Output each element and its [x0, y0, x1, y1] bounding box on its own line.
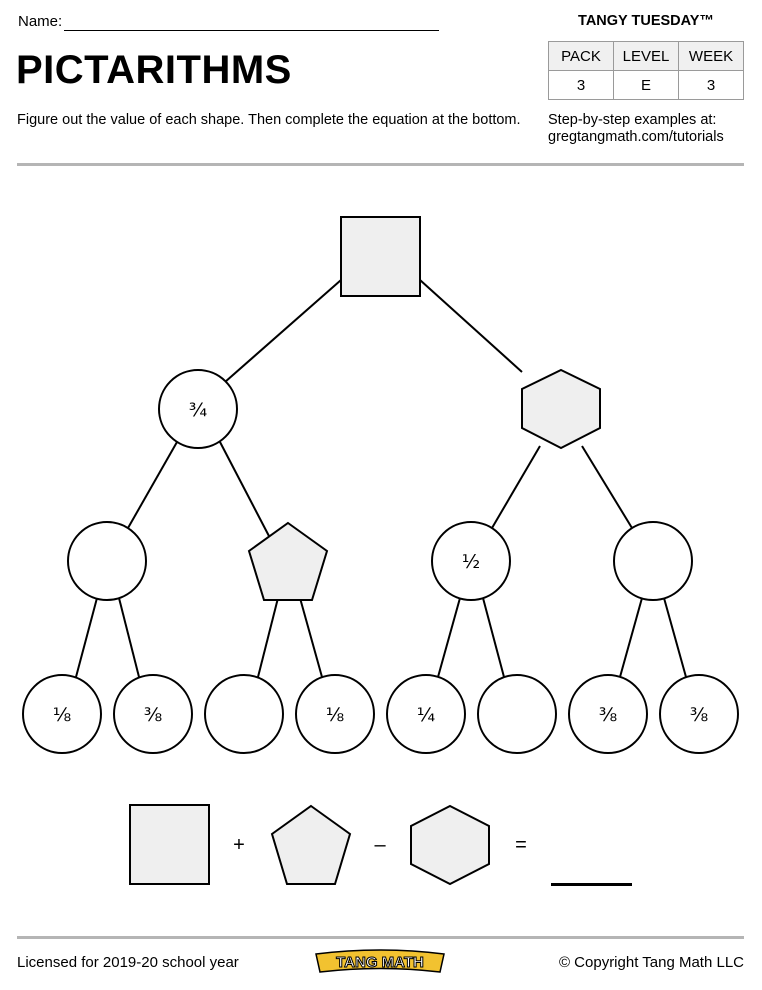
instructions: Figure out the value of each shape. Then…	[17, 112, 521, 128]
answer-field[interactable]	[551, 883, 632, 886]
name-field[interactable]	[64, 30, 439, 31]
minus-operator: –	[374, 834, 386, 856]
info-table: PACK LEVEL WEEK 3 E 3	[548, 41, 744, 100]
name-label: Name:	[18, 13, 63, 30]
equals-sign: =	[515, 834, 527, 856]
brand-title: TANGY TUESDAY™	[578, 13, 714, 29]
node-label-l1-0: ¾	[189, 399, 207, 421]
leaf-label-0: ⅛	[53, 704, 71, 726]
three-quarters-circle-node	[158, 369, 238, 449]
tutorial-link[interactable]: gregtangmath.com/tutorials	[548, 129, 724, 145]
leaf-circle-4	[386, 674, 466, 754]
pentagon-node	[247, 521, 329, 601]
leaf-circle-0	[22, 674, 102, 754]
leaf-circle-1	[113, 674, 193, 754]
leaf-label-4: ¼	[417, 704, 435, 726]
license-text: Licensed for 2019-20 school year	[17, 954, 239, 971]
node-label-l2-2: ½	[462, 551, 480, 573]
copyright-text: © Copyright Tang Math LLC	[558, 954, 744, 971]
plus-operator: +	[233, 834, 245, 856]
pictarithm-puzzle: ¾ ½ ⅛ ⅜ ⅛ ¼ ⅜ ⅜ + – =	[22, 216, 739, 886]
leaf-label-7: ⅜	[690, 704, 708, 726]
leaf-label-1: ⅜	[144, 704, 162, 726]
leaf-label-3: ⅛	[326, 704, 344, 726]
page-title: PICTARITHMS	[16, 48, 292, 92]
tutorial-note: Step-by-step examples at: gregtangmath.c…	[548, 112, 748, 146]
equation-square-shape	[129, 804, 210, 885]
hexagon-node	[521, 368, 601, 450]
header-divider	[17, 163, 744, 166]
equation-hexagon-shape	[410, 804, 490, 886]
leaf-circle-7	[659, 674, 739, 754]
logo-text: TANG MATH	[336, 954, 424, 971]
level-header: LEVEL	[613, 41, 679, 71]
pack-header: PACK	[548, 41, 614, 71]
leaf-circle-3	[295, 674, 375, 754]
footer-divider	[17, 936, 744, 939]
root-square-shape	[340, 216, 421, 297]
half-circle-node	[431, 521, 511, 601]
pack-value: 3	[548, 70, 614, 100]
empty-circle-node-l2-0	[67, 521, 147, 601]
empty-circle-node-l2-3	[613, 521, 693, 601]
equation-pentagon-shape	[270, 804, 352, 885]
tree-connectors	[75, 279, 687, 678]
level-value: E	[613, 70, 679, 100]
week-value: 3	[678, 70, 744, 100]
tang-math-logo: TANG MATH	[315, 949, 445, 973]
leaf-circle-2	[204, 674, 284, 754]
leaf-circle-5	[477, 674, 557, 754]
leaf-label-6: ⅜	[599, 704, 617, 726]
leaf-circle-6	[568, 674, 648, 754]
tutorial-line-1: Step-by-step examples at:	[548, 112, 717, 128]
